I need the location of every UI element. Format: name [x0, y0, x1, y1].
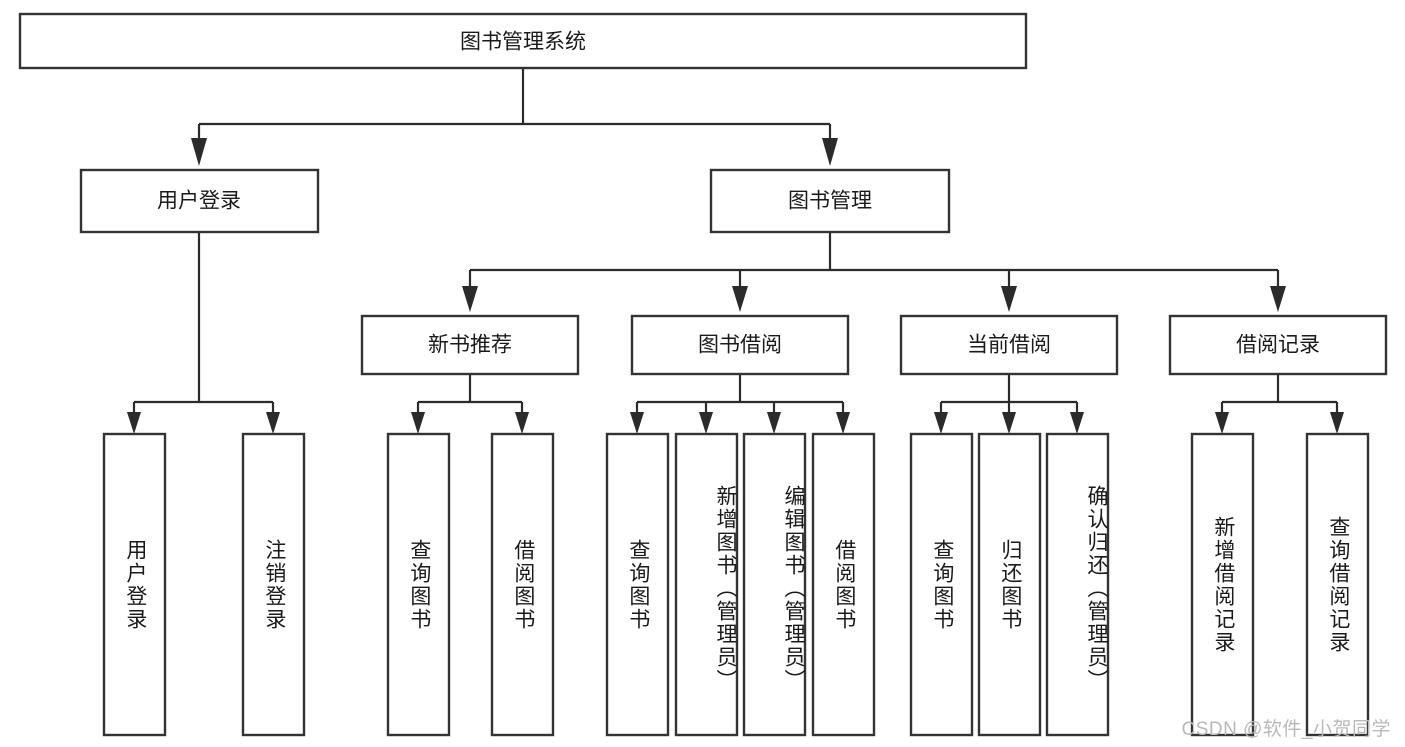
connector-group-new-book-recommend — [411, 374, 529, 434]
arrowhead-leaf-return-book — [1002, 412, 1016, 434]
arrowhead-leaf-query-book-1 — [411, 412, 425, 434]
node-current-borrow-box[interactable] — [899, 314, 1119, 376]
node-current-borrow[interactable]: 当前借阅 — [899, 314, 1119, 376]
leaf-box-add-record[interactable] — [1190, 432, 1255, 737]
arrowhead-current-borrow — [1001, 286, 1017, 312]
leaf-box-query-book-3[interactable] — [909, 432, 974, 737]
node-user-login-box[interactable] — [79, 168, 320, 234]
node-root-label: 图书管理系统 — [460, 31, 586, 54]
node-book-management[interactable]: 图书管理 — [709, 168, 951, 234]
arrowhead-leaf-user-login — [127, 412, 141, 434]
arrowhead-leaf-edit-book — [767, 412, 781, 434]
csdn-watermark: CSDN @软件_小贺同学 — [1181, 719, 1391, 740]
leaf-box-return-book[interactable] — [977, 432, 1042, 737]
connector-group-book-borrow — [630, 374, 850, 434]
leaf-boxes — [102, 432, 1370, 737]
node-book-borrow-box[interactable] — [630, 314, 850, 376]
arrowhead-leaf-borrow-book-2 — [836, 412, 850, 434]
leaf-box-query-book-1[interactable] — [386, 432, 451, 737]
leaf-box-borrow-book-2[interactable] — [811, 432, 876, 737]
connector-group-book-management — [462, 232, 1286, 312]
node-borrow-record[interactable]: 借阅记录 — [1168, 314, 1388, 376]
node-new-book-recommend-box[interactable] — [360, 314, 580, 376]
arrowhead-borrow-record — [1270, 286, 1286, 312]
connector-group-root — [191, 68, 838, 166]
arrowhead-leaf-borrow-book-1 — [515, 412, 529, 434]
node-user-login[interactable]: 用户登录 — [79, 168, 320, 234]
leaf-box-add-book[interactable] — [674, 432, 739, 737]
arrowhead-new-book-recommend — [462, 286, 478, 312]
arrowhead-leaf-add-record — [1215, 412, 1229, 434]
arrowhead-user-login — [191, 138, 207, 166]
node-new-book-recommend[interactable]: 新书推荐 — [360, 314, 580, 376]
arrowhead-leaf-confirm-return — [1070, 412, 1084, 434]
arrowhead-leaf-query-book-2 — [630, 412, 644, 434]
node-root[interactable]: 图书管理系统 — [18, 12, 1028, 70]
node-book-management-box[interactable] — [709, 168, 951, 234]
node-book-management-label: 图书管理 — [788, 190, 872, 213]
leaf-box-borrow-book-1[interactable] — [490, 432, 555, 737]
connector-group-current-borrow — [934, 374, 1084, 434]
node-book-borrow-label: 图书借阅 — [698, 334, 782, 357]
arrowhead-leaf-add-book — [699, 412, 713, 434]
leaf-box-query-record[interactable] — [1305, 432, 1370, 737]
arrowhead-book-management — [822, 138, 838, 166]
node-current-borrow-label: 当前借阅 — [967, 334, 1051, 357]
leaf-box-confirm-return[interactable] — [1045, 432, 1110, 737]
node-borrow-record-box[interactable] — [1168, 314, 1388, 376]
arrowhead-book-borrow — [732, 286, 748, 312]
leaf-box-query-book-2[interactable] — [605, 432, 670, 737]
arrowhead-leaf-query-record — [1330, 412, 1344, 434]
leaf-box-user-login[interactable] — [102, 432, 167, 737]
connector-group-user-login — [127, 232, 280, 434]
node-book-borrow[interactable]: 图书借阅 — [630, 314, 850, 376]
connector-group-borrow-record — [1215, 374, 1344, 434]
node-user-login-label: 用户登录 — [157, 190, 241, 213]
node-borrow-record-label: 借阅记录 — [1236, 334, 1320, 357]
leaf-box-edit-book[interactable] — [742, 432, 807, 737]
arrowhead-leaf-query-book-3 — [934, 412, 948, 434]
node-root-box[interactable] — [18, 12, 1028, 70]
leaf-box-logout[interactable] — [241, 432, 306, 737]
arrowhead-leaf-logout — [266, 412, 280, 434]
node-new-book-recommend-label: 新书推荐 — [428, 334, 512, 357]
